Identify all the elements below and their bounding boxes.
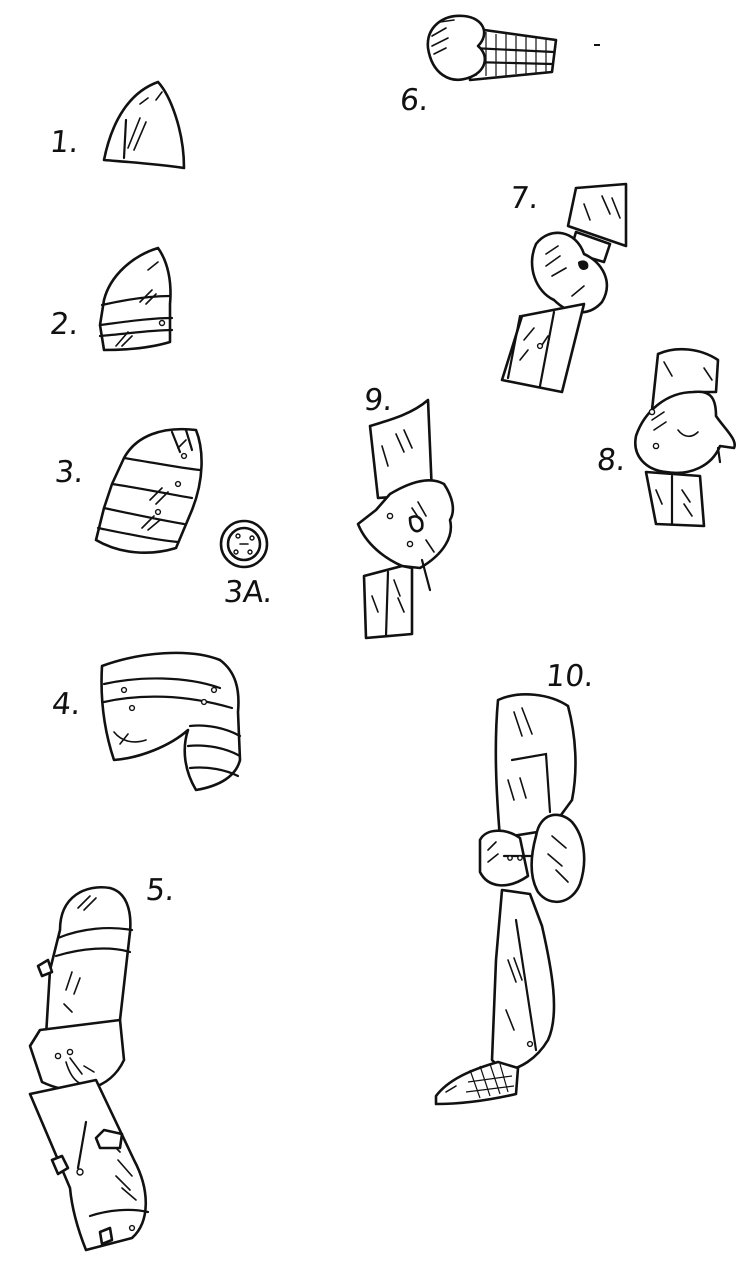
armour-piece-3-drawing [94,427,203,554]
armour-piece-10-drawing [434,693,586,1106]
armour-piece-7-drawing [500,182,628,394]
armour-piece-9-drawing [356,398,455,640]
armour-piece-8-drawing [634,347,736,528]
armour-piece-5-drawing [28,885,150,1252]
armour-piece-1-drawing [102,80,186,170]
armour-piece-3a-drawing [219,519,269,569]
armour-piece-4-drawing [100,651,242,792]
armour-piece-2-drawing [98,246,174,352]
armour-piece-6-drawing [426,14,600,82]
